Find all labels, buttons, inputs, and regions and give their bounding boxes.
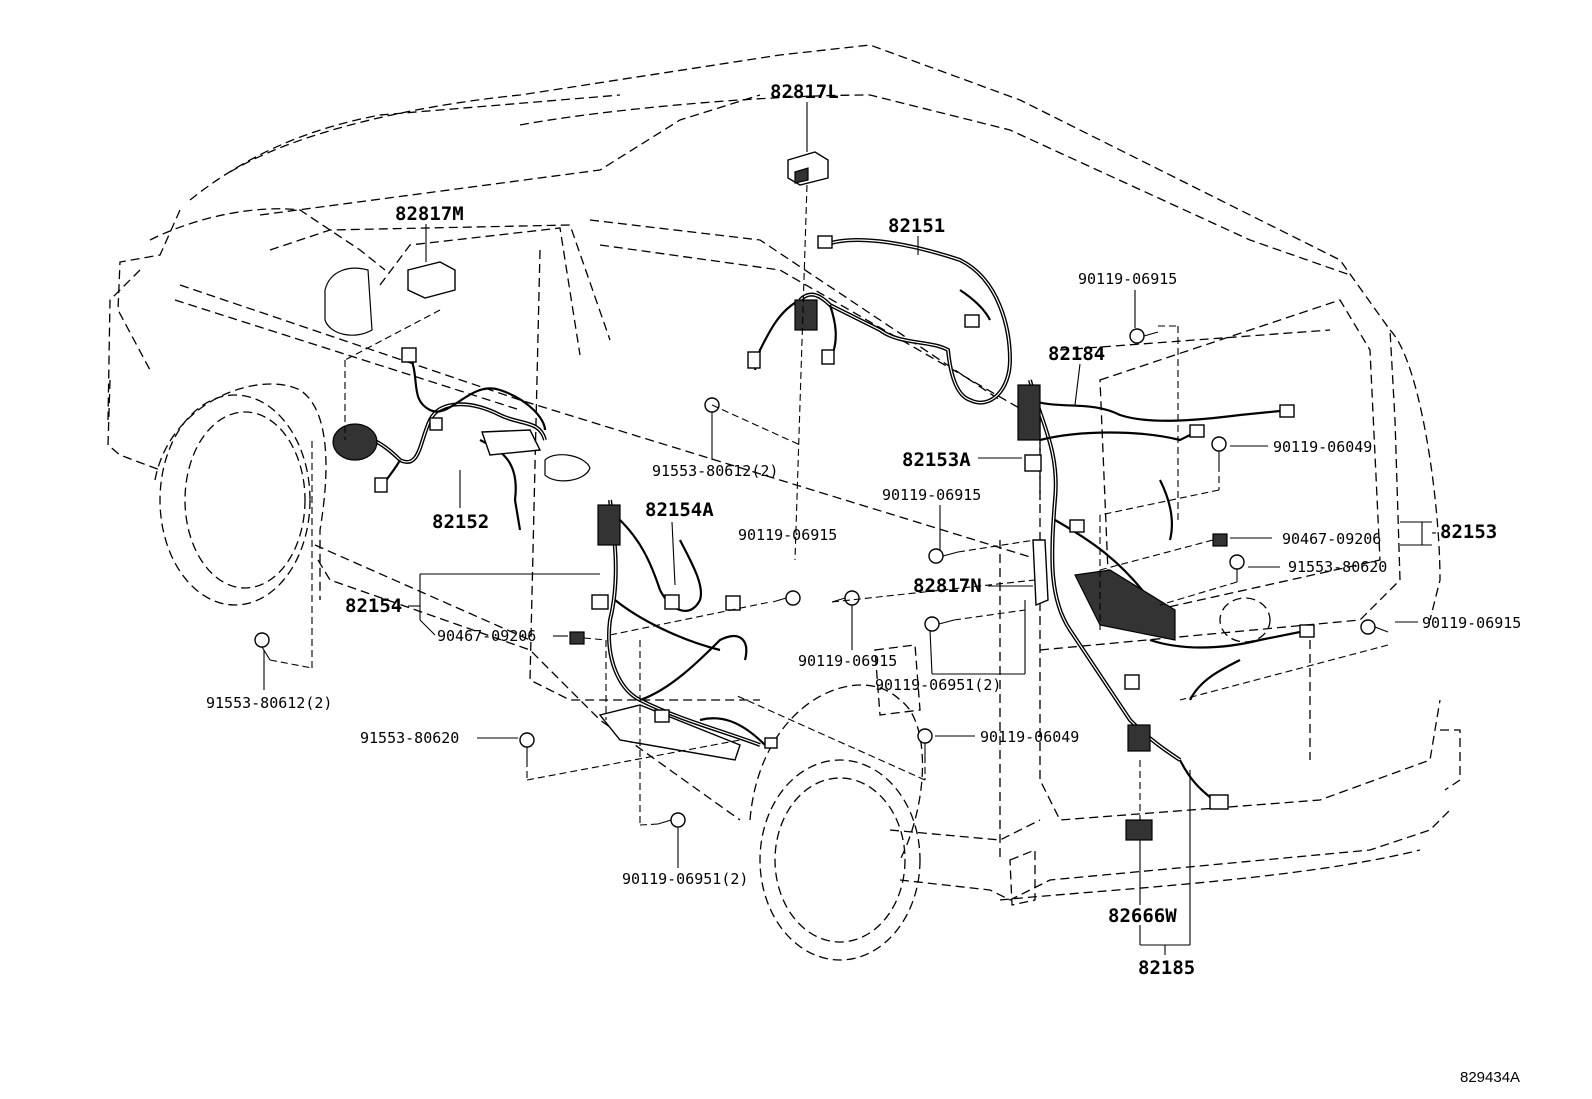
label-90119-06915-rear: 90119-06915 — [1422, 614, 1521, 632]
floor-connector-bracket — [1032, 539, 1049, 607]
label-90119-06915-mid: 90119-06915 — [882, 486, 981, 504]
roof-connector — [817, 235, 833, 249]
fastener-parts — [254, 151, 1389, 841]
label-90119-06049-lower: 90119-06049 — [980, 728, 1079, 746]
label-82817M: 82817M — [395, 203, 464, 225]
label-82153: 82153 — [1440, 521, 1497, 543]
label-91553-80612-door: 91553-80612(2) — [652, 462, 778, 480]
label-90119-06049-upper: 90119-06049 — [1273, 438, 1372, 456]
label-82151: 82151 — [888, 215, 945, 237]
label-90119-06951-floor: 90119-06951(2) — [622, 870, 748, 888]
label-90119-06915-lower: 90119-06915 — [798, 652, 897, 670]
label-90119-06915-center: 90119-06915 — [738, 526, 837, 544]
label-82817N: 82817N — [913, 575, 982, 597]
clip-icon — [1212, 533, 1228, 547]
part-labels: 82817L 82817M 82151 90119-06915 82184 82… — [206, 81, 1521, 1086]
label-90119-06951-mid: 90119-06951(2) — [875, 676, 1001, 694]
front-connector-cluster — [332, 423, 378, 461]
label-91553-80612-front: 91553-80612(2) — [206, 694, 332, 712]
label-91553-80620-rear: 91553-80620 — [1288, 558, 1387, 576]
label-82666W: 82666W — [1108, 905, 1177, 927]
front-door-wire-harness — [332, 347, 547, 531]
leader-lines — [263, 102, 1436, 955]
roof-wire-harness — [747, 235, 1013, 405]
label-82154A: 82154A — [645, 499, 714, 521]
label-82154: 82154 — [345, 595, 402, 617]
clip-icon — [569, 631, 585, 645]
label-82184: 82184 — [1048, 343, 1105, 365]
bolt-icon — [254, 328, 1389, 828]
connector-82817M-icon — [407, 261, 456, 299]
label-82817L: 82817L — [770, 81, 839, 103]
label-82153A: 82153A — [902, 449, 971, 471]
label-90467-09206-rear: 90467-09206 — [1282, 530, 1381, 548]
figure-reference: 829434A — [1460, 1069, 1520, 1086]
connector-82666W-icon — [1125, 819, 1153, 841]
label-90119-06915-roof: 90119-06915 — [1078, 270, 1177, 288]
label-90467-09206-floor: 90467-09206 — [437, 627, 536, 645]
label-82185: 82185 — [1138, 957, 1195, 979]
label-91553-80620-floor: 91553-80620 — [360, 729, 459, 747]
vehicle-body-outline — [107, 44, 1461, 961]
label-82152: 82152 — [432, 511, 489, 533]
